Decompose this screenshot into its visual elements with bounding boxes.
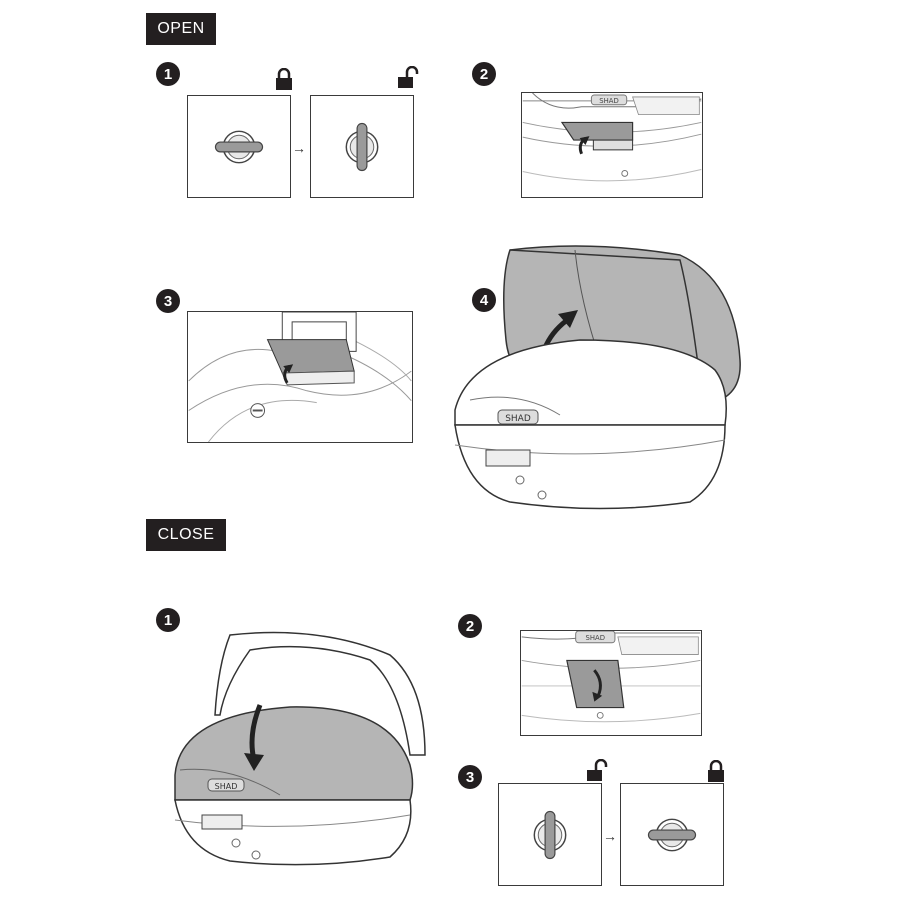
key-lock-horizontal-illustration bbox=[214, 130, 264, 164]
case-opened-illustration: SHAD bbox=[454, 245, 741, 510]
padlock-closed-icon bbox=[276, 68, 292, 90]
close-step-1-badge: 1 bbox=[156, 608, 180, 632]
close-lock-arrow: → bbox=[603, 828, 617, 844]
open-step-2-badge: 2 bbox=[472, 62, 496, 86]
open-lock-arrow: → bbox=[292, 140, 306, 156]
brand-logo: SHAD bbox=[505, 414, 531, 424]
key-lock-horizontal-illustration bbox=[647, 818, 697, 852]
open-lock-horizontal-panel bbox=[187, 95, 291, 198]
key-lock-vertical-illustration bbox=[345, 122, 379, 172]
key-lock-vertical-illustration bbox=[533, 810, 567, 860]
open-lock-vertical-panel bbox=[310, 95, 414, 198]
brand-logo: SHAD bbox=[586, 634, 606, 642]
close-section-label: CLOSE bbox=[146, 519, 226, 551]
padlock-open-icon bbox=[587, 759, 608, 781]
handle-push-down-illustration: SHAD bbox=[521, 631, 701, 723]
brand-logo: SHAD bbox=[599, 97, 619, 105]
open-section-label: OPEN bbox=[146, 13, 216, 45]
close-step-2-badge: 2 bbox=[458, 614, 482, 638]
close-handle-panel: SHAD bbox=[520, 630, 702, 736]
latch-release-illustration bbox=[188, 312, 412, 442]
close-step-3-badge: 3 bbox=[458, 765, 482, 789]
brand-logo: SHAD bbox=[215, 782, 238, 791]
handle-lift-illustration: SHAD bbox=[522, 93, 702, 182]
open-latch-panel bbox=[187, 311, 413, 443]
padlock-open-icon bbox=[398, 66, 419, 88]
case-closing-illustration: SHAD bbox=[174, 631, 426, 866]
close-lock-horizontal-panel bbox=[620, 783, 724, 886]
open-step-3-badge: 3 bbox=[156, 289, 180, 313]
open-handle-panel: SHAD bbox=[521, 92, 703, 198]
open-step-4-badge: 4 bbox=[472, 288, 496, 312]
open-step-1-badge: 1 bbox=[156, 62, 180, 86]
padlock-closed-icon bbox=[708, 760, 724, 782]
close-lock-vertical-panel bbox=[498, 783, 602, 886]
